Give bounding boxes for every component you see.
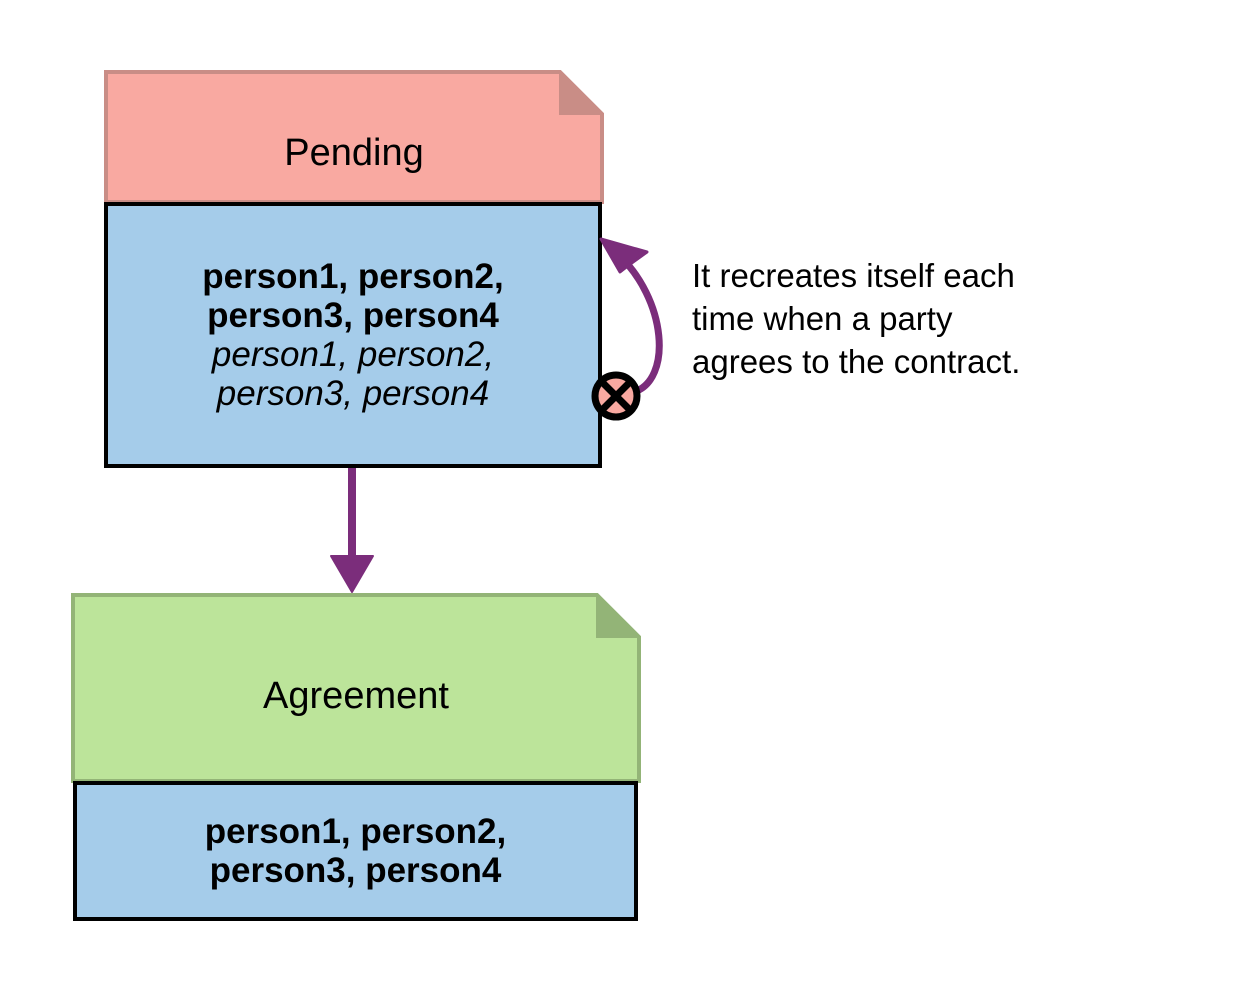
pending-header: Pending xyxy=(104,70,604,204)
self-loop-edge[interactable] xyxy=(591,237,663,421)
pending-title: Pending xyxy=(284,132,424,174)
self-loop-annotation: It recreates itself each time when a par… xyxy=(692,257,1021,380)
pending-member-line-2: person3, person4 xyxy=(207,295,499,335)
pending-member-line-1: person1, person2, xyxy=(202,256,504,296)
agreement-header: Agreement xyxy=(71,593,641,783)
pending-member-line-3: person1, person2, xyxy=(211,335,495,374)
pending-header-shape xyxy=(104,70,604,204)
agreement-member-line-2: person3, person4 xyxy=(209,851,502,890)
pending-members: person1, person2, person3, person4 perso… xyxy=(104,202,602,468)
agreement-title: Agreement xyxy=(263,675,449,717)
agreement-member-line-1: person1, person2, xyxy=(204,811,507,851)
pending-to-agreement-edge[interactable] xyxy=(330,468,374,593)
agreement-header-shape xyxy=(71,593,641,783)
agreement-members: person1, person2, person3, person4 xyxy=(73,781,638,921)
pending-member-line-4: person3, person4 xyxy=(216,374,490,414)
